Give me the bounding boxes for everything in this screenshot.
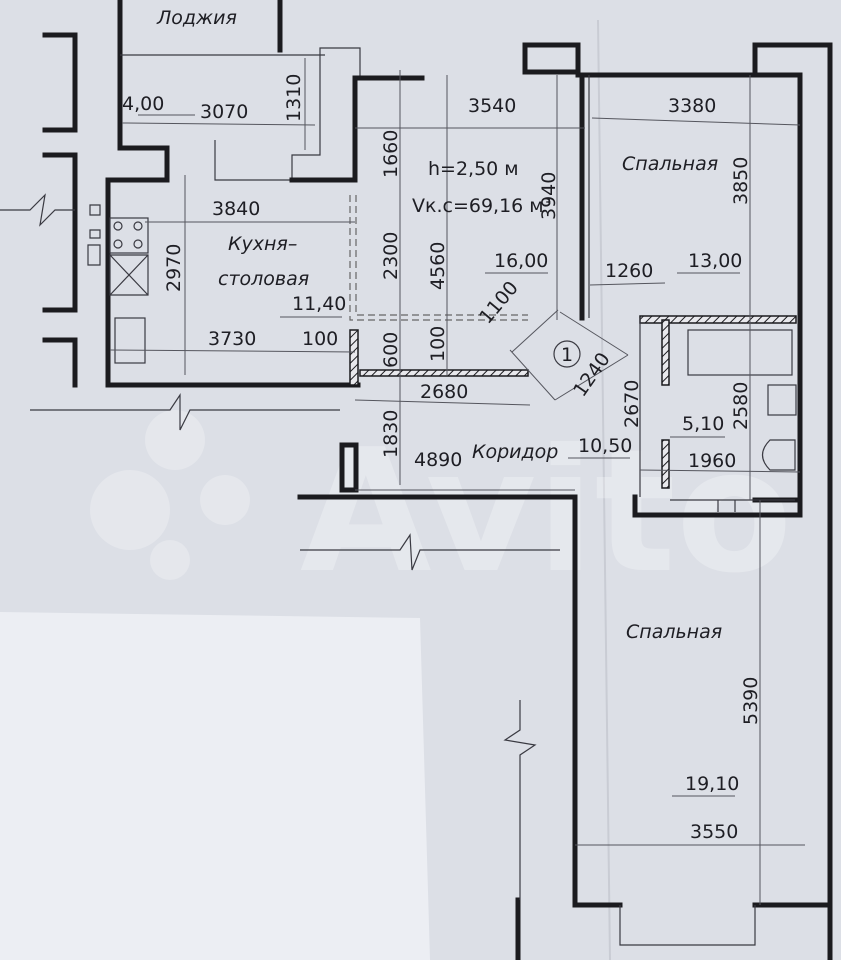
corridor-name: Коридор — [472, 441, 558, 463]
bedroom1-area: 13,00 — [688, 250, 742, 272]
dim-3550: 3550 — [690, 821, 738, 843]
loggia-area: 4,00 — [122, 93, 164, 115]
dimension-lines — [109, 58, 805, 905]
room-marker-number: 1 — [561, 344, 573, 366]
paper-lower-sheet — [0, 612, 430, 960]
sink — [767, 384, 797, 416]
bathroom-wall — [661, 319, 670, 386]
dim-4890: 4890 — [414, 449, 462, 471]
dim-600: 600 — [380, 332, 402, 368]
avito-watermark: Avito — [90, 410, 793, 611]
dim-4560: 4560 — [427, 242, 449, 290]
area-underlines — [138, 114, 740, 797]
kitchen-name-1: Кухня– — [228, 233, 297, 255]
bedroom1-name: Спальная — [622, 153, 718, 175]
dim-2300: 2300 — [380, 232, 402, 280]
bedroom2-name: Спальная — [626, 621, 722, 643]
dim-3730: 3730 — [208, 328, 256, 350]
bedroom2-area: 19,10 — [685, 773, 739, 795]
corridor-area: 10,50 — [578, 435, 632, 457]
dim-3850: 3850 — [730, 157, 752, 205]
dim-1260: 1260 — [605, 260, 653, 282]
dim-1960: 1960 — [688, 450, 736, 472]
paper-fold — [597, 19, 611, 960]
dim-3070: 3070 — [200, 101, 248, 123]
dim-1830: 1830 — [380, 410, 402, 458]
dim-1310: 1310 — [283, 74, 305, 122]
living-area: 16,00 — [494, 250, 548, 272]
watermark-text: Avito — [300, 413, 793, 611]
partition-hatched — [359, 369, 529, 377]
dim-2580: 2580 — [730, 382, 752, 430]
bathtub — [687, 329, 793, 376]
partition-hatched — [349, 329, 359, 386]
dim-100b: 100 — [427, 326, 449, 362]
living-height: h=2,50 м — [428, 158, 519, 180]
dim-3540: 3540 — [468, 95, 516, 117]
dim-3380: 3380 — [668, 95, 716, 117]
dim-3840: 3840 — [212, 198, 260, 220]
kitchen-area: 11,40 — [292, 293, 346, 315]
bathroom-area: 5,10 — [682, 413, 724, 435]
dim-5390: 5390 — [740, 677, 762, 725]
toilet — [761, 439, 796, 471]
dim-2670: 2670 — [621, 380, 643, 428]
kitchen-fixtures — [87, 204, 149, 364]
bathroom-wall — [661, 439, 670, 489]
living-volume: Vк.с=69,16 м³ — [412, 195, 551, 217]
dim-2680: 2680 — [420, 381, 468, 403]
loggia-name: Лоджия — [156, 7, 237, 29]
kitchen-name-2: столовая — [218, 268, 309, 290]
dim-2970: 2970 — [163, 244, 185, 292]
dim-3940: 3940 — [538, 172, 560, 220]
room-marker — [553, 340, 581, 368]
dim-100a: 100 — [302, 328, 338, 350]
dim-1660: 1660 — [380, 130, 402, 178]
